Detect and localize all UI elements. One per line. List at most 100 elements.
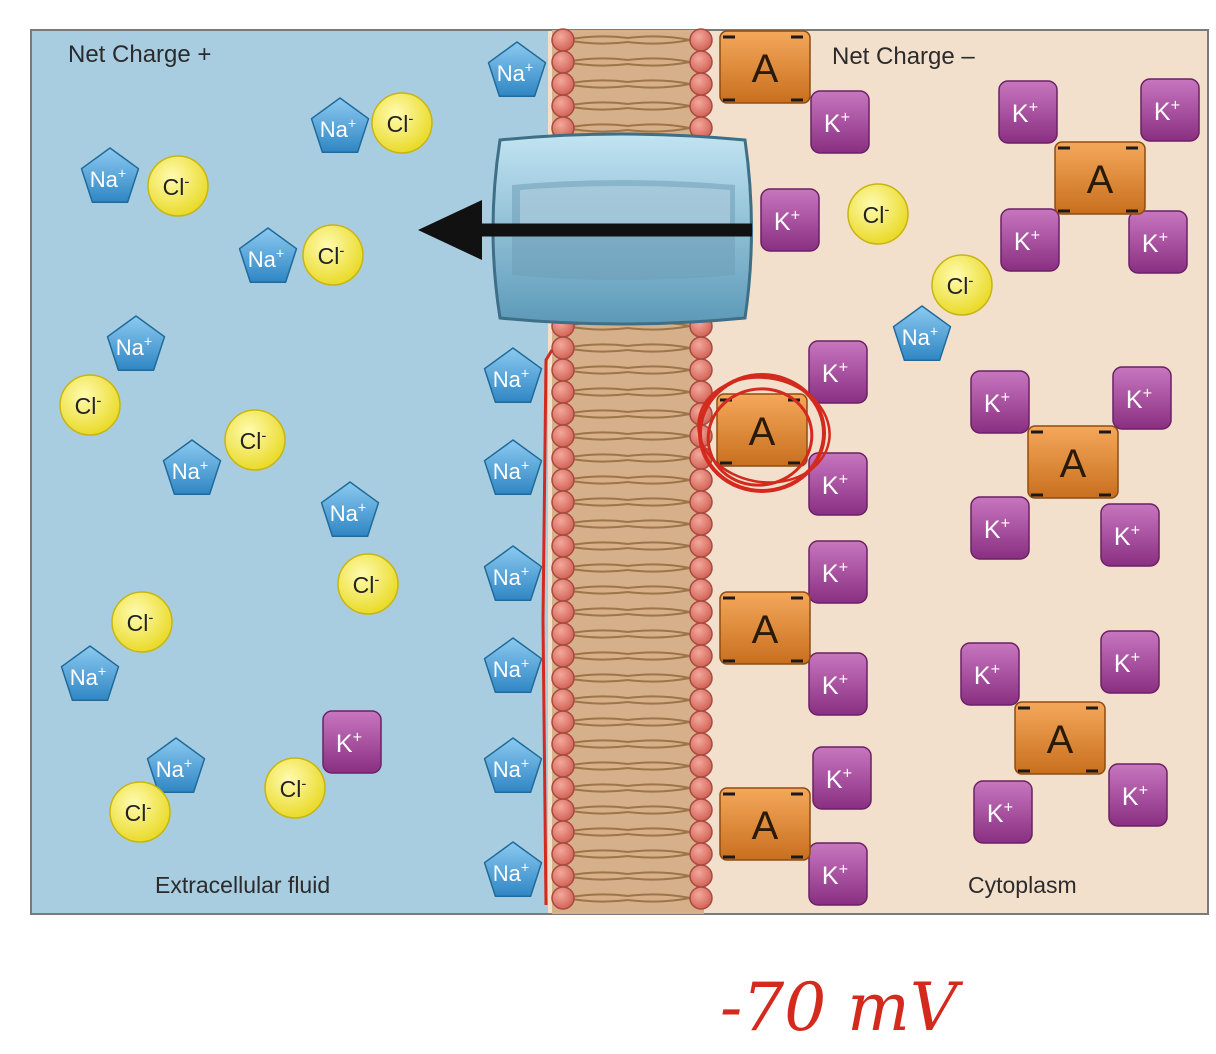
lipid-head <box>551 556 575 580</box>
svg-text:Na+: Na+ <box>70 665 106 690</box>
chloride-ion: Cl- <box>111 591 173 653</box>
svg-text:Na+: Na+ <box>493 459 529 484</box>
potassium-ion: K+ <box>808 652 868 716</box>
svg-text:Cl-: Cl- <box>947 272 974 299</box>
lipid-head <box>551 50 575 74</box>
lipid-head <box>551 732 575 756</box>
chloride-ion: Cl- <box>371 92 433 154</box>
lipid-head <box>689 776 713 800</box>
chloride-ion: Cl- <box>109 781 171 843</box>
svg-text:Na+: Na+ <box>172 459 208 484</box>
lipid-head <box>689 710 713 734</box>
svg-text:K+: K+ <box>984 389 1010 419</box>
lipid-head <box>551 754 575 778</box>
lipid-head <box>551 380 575 404</box>
lipid-head <box>689 468 713 492</box>
lipid-head <box>689 886 713 910</box>
svg-text:K+: K+ <box>822 861 848 891</box>
lipid-head <box>551 446 575 470</box>
sodium-ion: Na+ <box>483 545 543 602</box>
svg-text:K+: K+ <box>1012 99 1038 129</box>
svg-text:K+: K+ <box>1122 782 1148 812</box>
svg-text:K+: K+ <box>1114 649 1140 679</box>
svg-text:Cl-: Cl- <box>863 201 890 228</box>
lipid-head <box>551 94 575 118</box>
lipid-head <box>551 336 575 360</box>
lipid-head <box>551 468 575 492</box>
anion: A <box>716 393 808 467</box>
lipid-head <box>551 886 575 910</box>
membrane-potential-label: -70 mV <box>720 969 964 1046</box>
svg-text:K+: K+ <box>774 207 800 237</box>
lipid-head <box>551 710 575 734</box>
sodium-ion: Na+ <box>310 97 370 154</box>
potassium-ion: K+ <box>1112 366 1172 430</box>
lipid-head <box>551 28 575 52</box>
handwritten-annotations: -70 mV <box>541 349 964 1046</box>
svg-text:K+: K+ <box>1154 97 1180 127</box>
svg-text:Cl-: Cl- <box>353 571 380 598</box>
lipid-head <box>551 512 575 536</box>
svg-text:Cl-: Cl- <box>75 392 102 419</box>
lipid-head <box>551 402 575 426</box>
svg-text:K+: K+ <box>1126 385 1152 415</box>
svg-text:Na+: Na+ <box>330 501 366 526</box>
anion: A <box>719 30 811 104</box>
chloride-ion: Cl- <box>302 224 364 286</box>
lipid-head <box>551 358 575 382</box>
svg-text:Na+: Na+ <box>320 117 356 142</box>
potassium-ion: K+ <box>998 80 1058 144</box>
lipid-head <box>551 820 575 844</box>
lipid-head <box>689 600 713 624</box>
sodium-ion: Na+ <box>483 439 543 496</box>
svg-text:Cl-: Cl- <box>280 775 307 802</box>
svg-text:K+: K+ <box>826 765 852 795</box>
sodium-ion: Na+ <box>320 481 380 538</box>
anion: A <box>1014 701 1106 775</box>
chloride-ion: Cl- <box>847 183 909 245</box>
svg-text:Cl-: Cl- <box>127 609 154 636</box>
svg-text:K+: K+ <box>824 109 850 139</box>
potassium-ion: K+ <box>760 188 820 252</box>
lipid-head <box>689 534 713 558</box>
svg-text:Cl-: Cl- <box>318 242 345 269</box>
svg-text:K+: K+ <box>1014 227 1040 257</box>
lipid-head <box>689 842 713 866</box>
lipid-head <box>689 72 713 96</box>
lipid-head <box>551 534 575 558</box>
lipid-head <box>551 644 575 668</box>
svg-text:Cl-: Cl- <box>240 427 267 454</box>
lipid-head <box>551 578 575 602</box>
sodium-ion: Na+ <box>146 737 206 794</box>
potassium-ion: K+ <box>808 842 868 906</box>
lipid-head <box>689 754 713 778</box>
left-net-charge-label: Net Charge + <box>68 41 211 68</box>
potassium-ion: K+ <box>1108 763 1168 827</box>
lipid-head <box>689 50 713 74</box>
svg-text:Na+: Na+ <box>497 61 533 86</box>
lipid-head <box>689 666 713 690</box>
lipid-head <box>689 732 713 756</box>
chloride-ion: Cl- <box>337 553 399 615</box>
potassium-ion: K+ <box>810 90 870 154</box>
svg-text:A: A <box>1087 158 1114 202</box>
lipid-head <box>689 556 713 580</box>
svg-text:Cl-: Cl- <box>163 173 190 200</box>
lipid-head <box>551 490 575 514</box>
lipid-head <box>551 666 575 690</box>
potassium-ion: K+ <box>973 780 1033 844</box>
lipid-head <box>551 688 575 712</box>
lipid-head <box>689 864 713 888</box>
lipid-head <box>689 798 713 822</box>
svg-text:Na+: Na+ <box>90 167 126 192</box>
svg-text:Na+: Na+ <box>248 247 284 272</box>
potassium-ion: K+ <box>1000 208 1060 272</box>
ions: Na+ Na+ Na+ Na+ Na+ Na+ Na+ Na+ Na+ Na+ Na+ Na+ Na+ N… <box>59 30 1200 906</box>
chloride-ion: Cl- <box>224 409 286 471</box>
sodium-ion: Na+ <box>106 315 166 372</box>
lipid-head <box>689 820 713 844</box>
sodium-ion: Na+ <box>483 347 543 404</box>
lipid-head <box>551 622 575 646</box>
sodium-ion: Na+ <box>483 737 543 794</box>
